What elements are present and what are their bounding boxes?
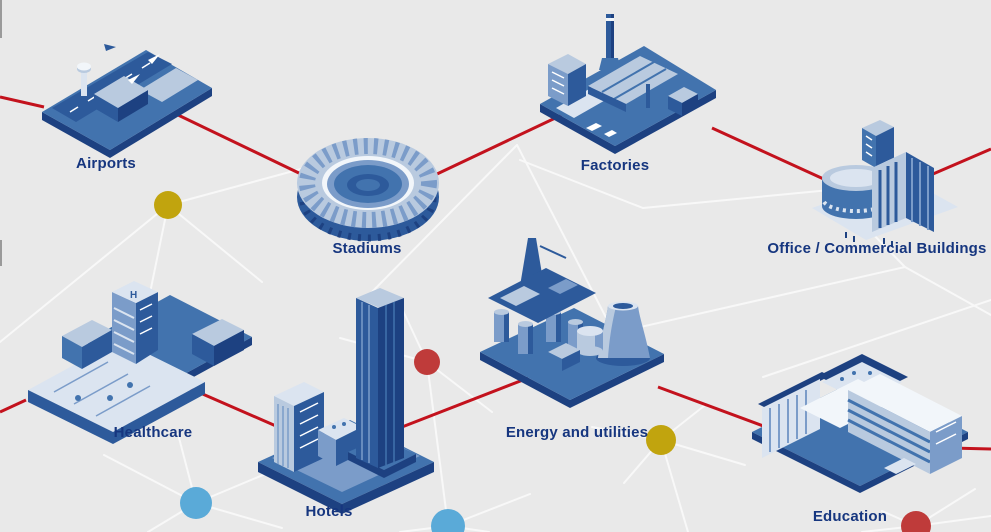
hub-dot-blue-1 xyxy=(180,487,212,519)
segment-label-energy-utilities[interactable]: Energy and utilities xyxy=(505,424,649,441)
hub-dot-yellow-1 xyxy=(154,191,182,219)
energy-utilities-illustration[interactable] xyxy=(480,238,664,408)
segment-label-stadiums[interactable]: Stadiums xyxy=(332,240,402,257)
segment-label-education[interactable]: Education xyxy=(812,508,888,525)
parked-plane-icon xyxy=(128,74,140,84)
education-illustration[interactable] xyxy=(752,354,968,493)
helipad-letter: H xyxy=(130,290,137,301)
parked-plane-icon xyxy=(148,54,160,64)
flying-plane-icon xyxy=(104,44,116,51)
segment-label-healthcare[interactable]: Healthcare xyxy=(113,424,193,441)
pedestrians xyxy=(845,232,893,247)
hub-dot-blue-2 xyxy=(431,509,465,532)
segment-label-office-commercial[interactable]: Office / Commercial Buildings xyxy=(767,240,987,257)
screen-edge-artifact xyxy=(0,0,2,266)
hub-dot-red-1 xyxy=(414,349,440,375)
airports-illustration[interactable] xyxy=(42,44,212,158)
segment-label-hotels[interactable]: Hotels xyxy=(305,503,353,520)
hub-dot-red-2 xyxy=(901,511,931,532)
stadiums-illustration[interactable] xyxy=(297,138,439,242)
segment-label-airports[interactable]: Airports xyxy=(76,155,136,172)
office-commercial-illustration[interactable] xyxy=(812,120,958,247)
hub-dot-yellow-2 xyxy=(646,425,676,455)
hotels-illustration[interactable] xyxy=(258,288,434,514)
hub-dots xyxy=(154,191,931,532)
factories-illustration[interactable] xyxy=(540,14,716,154)
segment-label-factories[interactable]: Factories xyxy=(580,157,650,174)
healthcare-illustration[interactable]: H xyxy=(28,281,252,444)
